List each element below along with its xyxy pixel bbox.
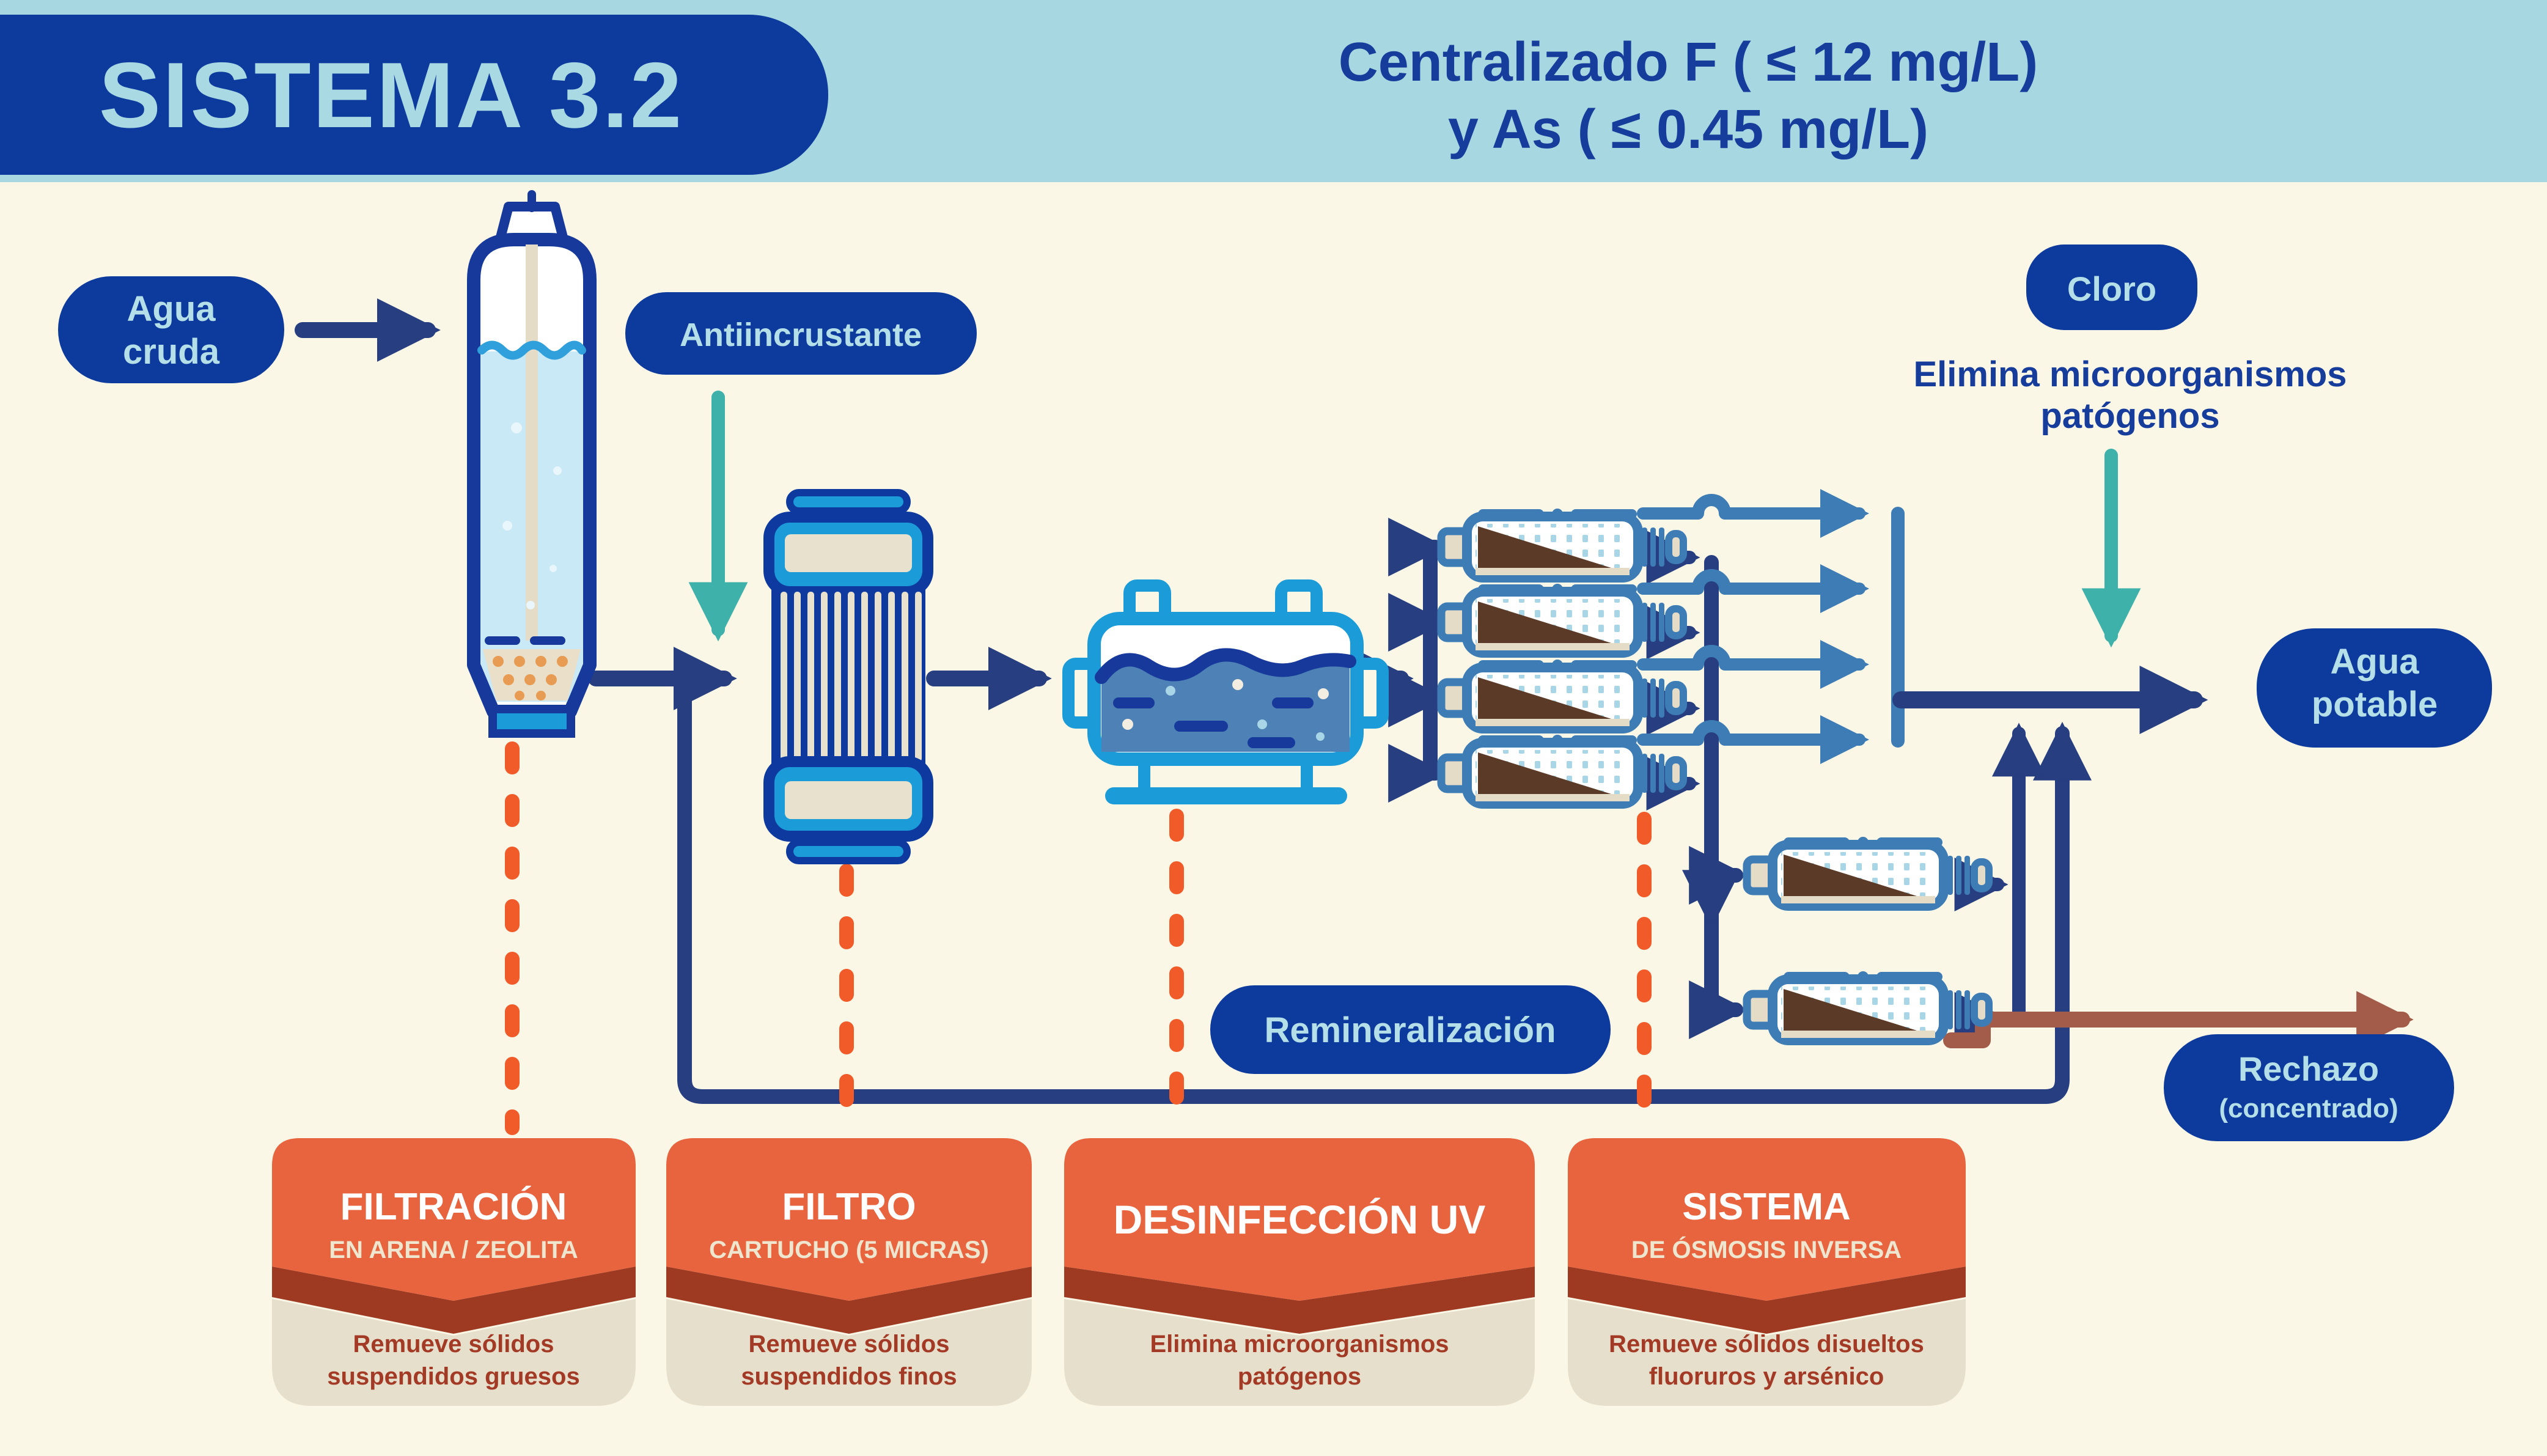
node-agua-potable: Agua potable	[2257, 628, 2492, 748]
card3-desc-line1: Elimina microorganismos	[1150, 1331, 1449, 1358]
banner-spec-line2: y As ( ≤ 0.45 mg/L)	[1448, 99, 1928, 160]
card2-desc-line1: Remueve sólidos	[748, 1331, 949, 1358]
process-card-desinfeccion-uv: DESINFECCIÓN UV Elimina microorganismos …	[1064, 1138, 1535, 1406]
node-remineralizacion: Remineralización	[1210, 985, 1611, 1074]
card2-desc-line2: suspendidos finos	[741, 1363, 957, 1390]
card4-subtitle: DE ÓSMOSIS INVERSA	[1631, 1235, 1902, 1263]
permeate-line-1	[1637, 489, 1869, 538]
banner-spec-line1: Centralizado F ( ≤ 12 mg/L)	[1339, 32, 2038, 93]
agua-cruda-label-line2: cruda	[123, 332, 220, 372]
page-title: SISTEMA 3.2	[99, 43, 684, 147]
card1-title: FILTRACIÓN	[340, 1186, 567, 1228]
card3-title: DESINFECCIÓN UV	[1114, 1197, 1486, 1242]
agua-potable-label-line1: Agua	[2331, 642, 2420, 682]
card3-desc-line2: patógenos	[1238, 1363, 1361, 1390]
permeate-line-2	[1637, 564, 1869, 613]
card1-desc-line1: Remueve sólidos	[353, 1331, 554, 1358]
process-card-filtro-cartucho: FILTRO CARTUCHO (5 MICRAS) Remueve sólid…	[666, 1138, 1032, 1406]
flow-lines	[295, 298, 2414, 1104]
card4-title: SISTEMA	[1682, 1186, 1851, 1228]
dosing-dotted-lines	[505, 741, 1652, 1135]
card1-subtitle: EN ARENA / ZEOLITA	[329, 1237, 578, 1263]
card2-title: FILTRO	[782, 1186, 916, 1228]
process-card-filtracion: FILTRACIÓN EN ARENA / ZEOLITA Remueve só…	[272, 1138, 636, 1406]
permeate-line-3	[1637, 640, 1869, 689]
cloro-label: Cloro	[2067, 270, 2156, 308]
agua-potable-label-line2: potable	[2312, 685, 2438, 724]
title-badge	[0, 15, 828, 175]
card4-desc-line2: fluoruros y arsénico	[1649, 1363, 1884, 1390]
reject-line	[1943, 991, 2414, 1048]
uv-disinfection-chamber-icon	[1062, 579, 1389, 804]
card1-desc-line2: suspendidos gruesos	[327, 1363, 579, 1390]
process-card-osmosis-inversa: SISTEMA DE ÓSMOSIS INVERSA Remueve sólid…	[1568, 1138, 1966, 1406]
rechazo-label-line2: (concentrado)	[2219, 1094, 2398, 1123]
rechazo-label-line1: Rechazo	[2238, 1050, 2379, 1088]
node-agua-cruda: Agua cruda	[58, 276, 284, 383]
agua-cruda-label-line1: Agua	[127, 289, 216, 329]
remineralization-bypass-line	[677, 676, 2092, 1104]
cloro-note-line1: Elimina microorganismos	[1913, 355, 2347, 394]
node-antiincrustante: Antiincrustante	[625, 292, 977, 375]
node-rechazo: Rechazo (concentrado)	[2164, 1034, 2454, 1141]
node-cloro: Cloro Elimina microorganismos patógenos	[1913, 245, 2347, 436]
concentrate-manifold	[1689, 555, 1748, 1039]
permeate-line-4	[1637, 715, 1869, 764]
cloro-note-line2: patógenos	[2040, 396, 2219, 436]
card2-subtitle: CARTUCHO (5 MICRAS)	[709, 1237, 989, 1263]
sand-zeolite-filter-tank-icon	[467, 190, 597, 738]
cartridge-filter-icon	[763, 489, 933, 864]
card4-desc-line1: Remueve sólidos disueltos	[1609, 1331, 1924, 1358]
remineralizacion-label: Remineralización	[1264, 1010, 1556, 1050]
antiincrustante-label: Antiincrustante	[680, 317, 922, 353]
